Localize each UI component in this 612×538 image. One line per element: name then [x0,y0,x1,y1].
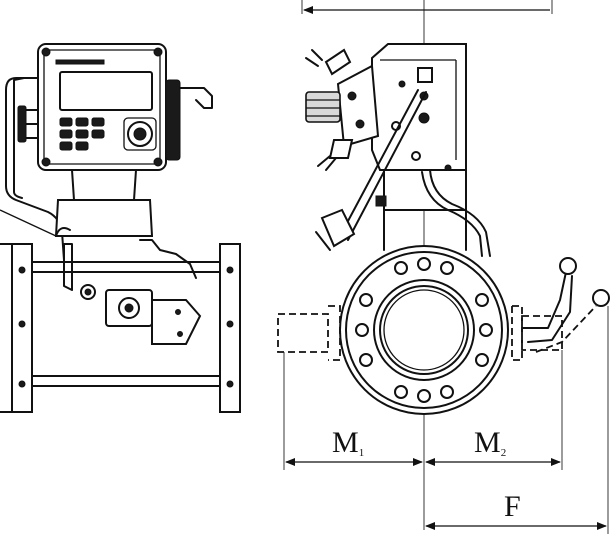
support-strut [339,89,419,237]
display-unit [17,43,213,171]
valve-manifold [305,48,380,171]
flange [339,245,509,415]
cable-right [429,169,491,257]
keypad [59,117,105,151]
dim-label-f: F [504,490,521,523]
envelope-left [277,313,329,353]
lever-handle [521,257,610,353]
dim-label-m1: M1 [332,426,364,459]
round-button [123,117,157,151]
lcd-screen [59,71,153,111]
neck [70,169,138,201]
cable-gland [320,208,356,248]
side-view [0,43,241,413]
front-view: M1 M2 F [277,0,610,534]
dimensions: M1 M2 F [283,0,609,534]
dim-label-m2: M2 [474,426,506,459]
meter-body [0,243,241,413]
housing [371,43,467,172]
bolt-holes [355,257,493,403]
